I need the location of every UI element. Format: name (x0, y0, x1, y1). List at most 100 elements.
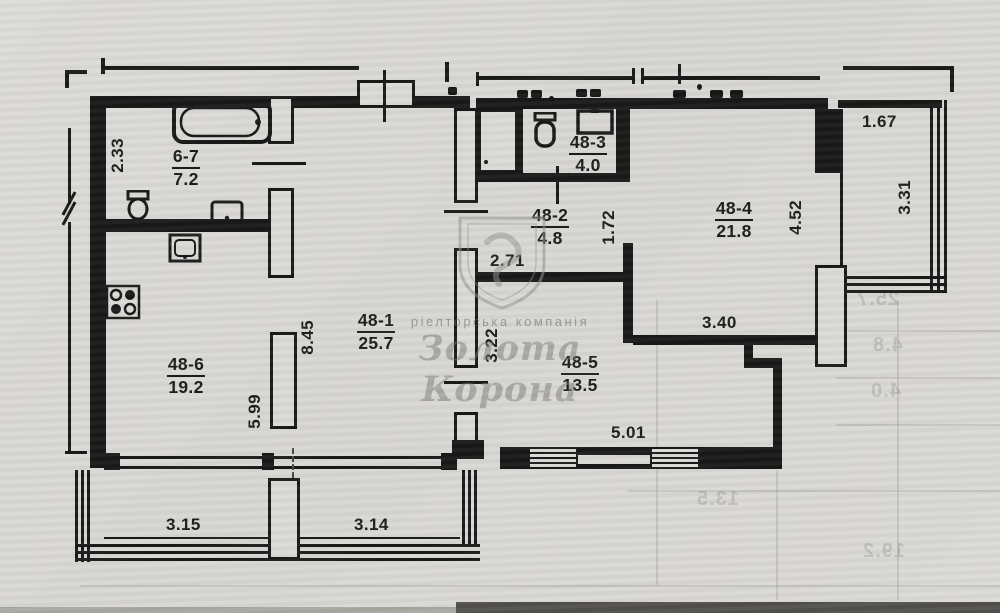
window-jamb (441, 453, 457, 470)
scan-edge-shadow (456, 602, 1000, 613)
room-label-6-7: 6-7 7.2 (154, 146, 218, 190)
dimension-1.72: 1.72 (599, 210, 618, 245)
wall (838, 100, 942, 108)
axis-tick (641, 68, 644, 84)
axis-line (843, 66, 953, 70)
door-axis-tick (444, 381, 488, 384)
window-sill (500, 466, 782, 469)
wall (616, 100, 630, 182)
watermark-company-text: ріелторська компанія (410, 314, 590, 329)
dimension-3.31: 3.31 (895, 180, 914, 215)
door-axis-tick (252, 162, 306, 165)
room-id: 6-7 (171, 146, 201, 169)
room-label-48-4: 48-4 21.8 (696, 198, 772, 242)
balcony-glazing-line (845, 276, 947, 279)
bleed-grid-line (836, 377, 1000, 379)
wall-hollow (815, 265, 847, 367)
kitchen-sink-icon (168, 233, 202, 268)
room-id: 48-6 (166, 354, 206, 377)
balcony-glazing-line (81, 470, 84, 562)
room-id: 48-4 (714, 198, 754, 221)
wall (633, 335, 817, 345)
wall (744, 358, 782, 368)
wall-hollow (270, 332, 297, 429)
axis-line (103, 66, 359, 70)
wall-hollow (454, 248, 478, 368)
toilet-icon (532, 111, 558, 153)
stove-icon (105, 284, 141, 325)
window (650, 447, 700, 469)
bleed-number: 13.5 (696, 488, 739, 510)
bleed-number: 4.0 (870, 380, 901, 402)
room-area: 7.2 (173, 169, 199, 189)
room-area: 4.0 (575, 155, 601, 175)
socket-icon (673, 90, 686, 98)
socket-icon (517, 90, 528, 98)
door-axis-tick (556, 166, 559, 204)
closet (478, 109, 518, 173)
bleed-number: 4.8 (872, 334, 903, 356)
bleed-grid-line (656, 300, 658, 585)
bathtub-icon (172, 100, 272, 149)
socket-icon (92, 160, 100, 170)
axis-tick (632, 68, 635, 84)
bleed-grid-line (897, 300, 899, 600)
wall (477, 272, 633, 282)
axis-line (65, 70, 87, 74)
dimension-3.40: 3.40 (702, 313, 737, 332)
dimension-2.71: 2.71 (490, 251, 525, 270)
room-area: 25.7 (358, 333, 394, 353)
balcony-glazing-line (937, 100, 940, 290)
axis-tick (678, 64, 681, 84)
socket-icon (710, 90, 723, 98)
room-area: 13.5 (562, 375, 598, 395)
window-line (104, 466, 456, 469)
balcony-door-line (578, 449, 650, 452)
vent-shaft (357, 80, 415, 108)
socket-dot (697, 84, 702, 90)
scan-edge-shadow (0, 607, 456, 613)
bleed-grid-line (836, 330, 1000, 332)
balcony-column (268, 478, 300, 560)
bleed-number: 19.2 (862, 540, 905, 562)
axis-tick (950, 66, 954, 92)
balcony-glazing-line (944, 100, 947, 290)
window-line (104, 456, 456, 459)
window-jamb (262, 453, 274, 470)
bleed-grid-line (836, 424, 1000, 426)
door-axis-tick (444, 210, 488, 213)
socket-icon (576, 89, 587, 97)
room-label-48-2: 48-2 4.8 (514, 205, 586, 249)
axis-line (478, 76, 634, 80)
axis-line (68, 128, 71, 204)
room-id: 48-5 (560, 352, 600, 375)
bleed-grid-line (80, 585, 1000, 587)
balcony-edge (840, 109, 843, 276)
socket-icon (590, 89, 601, 97)
socket-icon (92, 146, 100, 156)
room-id: 48-3 (568, 132, 608, 155)
wall (744, 345, 753, 365)
axis-line (65, 70, 69, 88)
socket-icon (91, 287, 99, 297)
axis-line (65, 451, 87, 454)
room-label-48-3: 48-3 4.0 (552, 132, 624, 176)
axis-line (68, 222, 71, 454)
wall (623, 243, 633, 343)
dimension-5.01: 5.01 (611, 423, 646, 442)
window (528, 447, 578, 469)
balcony-door-line (578, 464, 650, 467)
vent-shaft-axis (383, 70, 386, 122)
dimension-3.14: 3.14 (354, 515, 389, 534)
window-jamb (104, 453, 120, 470)
dimension-8.45: 8.45 (298, 320, 317, 355)
room-area: 21.8 (716, 221, 752, 241)
room-id: 48-1 (356, 310, 396, 333)
bleed-grid-line (776, 470, 778, 600)
toilet-icon (126, 189, 150, 225)
dimension-3.15: 3.15 (166, 515, 201, 534)
wall (476, 98, 828, 109)
wall (500, 447, 528, 469)
balcony-glazing-line (845, 283, 947, 286)
